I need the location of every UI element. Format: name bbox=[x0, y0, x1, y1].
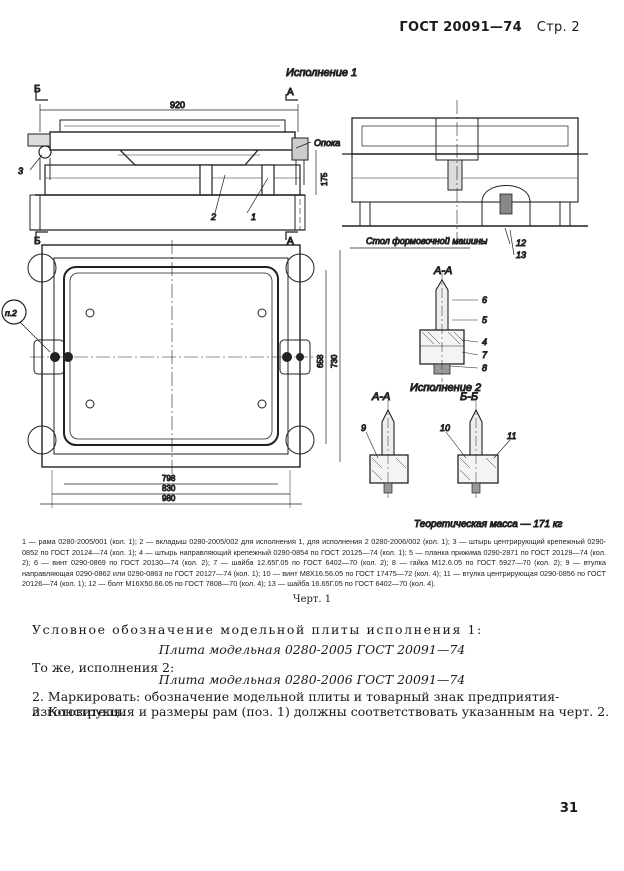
callout-5: 5 bbox=[482, 315, 488, 325]
page-number: 31 bbox=[559, 801, 578, 816]
dim-730: 730 bbox=[330, 354, 339, 368]
circle-label-p2: п.2 bbox=[5, 308, 17, 318]
variant2-sections bbox=[365, 400, 511, 498]
designation-1: Плита модельная 0280-2005 ГОСТ 20091—74 bbox=[158, 642, 466, 657]
callout-6: 6 bbox=[482, 295, 487, 305]
callout-12: 12 bbox=[516, 238, 526, 248]
callout-10: 10 bbox=[440, 423, 450, 433]
item-2: 2. Маркировать: обозначение модельной пл… bbox=[32, 689, 560, 719]
technical-drawing: Исполнение 1 Б А Б А Опока 920 175 1 2 3… bbox=[1, 67, 588, 530]
figure-caption: Черт. 1 bbox=[292, 594, 332, 605]
end-view bbox=[342, 100, 588, 256]
plan-view bbox=[1, 240, 341, 508]
theoretical-mass: Теоретическая масса — 171 кг bbox=[414, 519, 563, 530]
standard-number: ГОСТ 20091—74 bbox=[399, 20, 522, 35]
designation-heading-1: Условное обозначение модельной плиты исп… bbox=[32, 622, 483, 637]
callout-9: 9 bbox=[361, 423, 366, 433]
designation-2: Плита модельная 0280-2006 ГОСТ 20091—74 bbox=[158, 672, 466, 687]
section-a-a bbox=[419, 270, 479, 382]
parts-legend: 1 — рама 0280-2005/001 (кол. 1); 2 — вкл… bbox=[22, 537, 606, 588]
side-view bbox=[27, 90, 317, 240]
item-3: 3. Конструкция и размеры рам (поз. 1) до… bbox=[32, 704, 610, 719]
dim-658: 658 bbox=[316, 354, 325, 368]
dim-175: 175 bbox=[320, 172, 329, 186]
dim-980: 980 bbox=[162, 494, 176, 503]
designation-heading-2: То же, исполнения 2: bbox=[32, 660, 175, 675]
section-mark-a-top: А bbox=[287, 87, 294, 98]
callout-2: 2 bbox=[210, 212, 216, 222]
label-opoka: Опока bbox=[314, 138, 340, 148]
callout-4: 4 bbox=[482, 337, 487, 347]
dim-798: 798 bbox=[162, 474, 176, 483]
callout-3: 3 bbox=[18, 166, 23, 176]
section-bb-title: Б-Б bbox=[460, 391, 478, 403]
section-aa-title: А-А bbox=[433, 265, 452, 277]
section-mark-b-bottom: Б bbox=[34, 236, 41, 247]
callout-8: 8 bbox=[482, 363, 487, 373]
page-header: ГОСТ 20091—74 Стр. 2 bbox=[399, 20, 580, 35]
variant1-title: Исполнение 1 bbox=[286, 67, 357, 79]
callout-13: 13 bbox=[516, 250, 526, 260]
dim-830: 830 bbox=[162, 484, 176, 493]
dim-920: 920 bbox=[170, 100, 185, 110]
callout-7: 7 bbox=[482, 350, 488, 360]
page-label: Стр. 2 bbox=[536, 20, 580, 35]
label-machine-table: Стол формовочной машины bbox=[366, 236, 488, 246]
section-mark-a-bottom: А bbox=[287, 236, 294, 247]
callout-11: 11 bbox=[507, 431, 516, 441]
variant2-title: Исполнение 2 bbox=[410, 382, 481, 394]
callout-1: 1 bbox=[251, 212, 256, 222]
section-mark-b-top: Б bbox=[34, 84, 41, 95]
section-aa-title-2: А-А bbox=[371, 391, 390, 403]
